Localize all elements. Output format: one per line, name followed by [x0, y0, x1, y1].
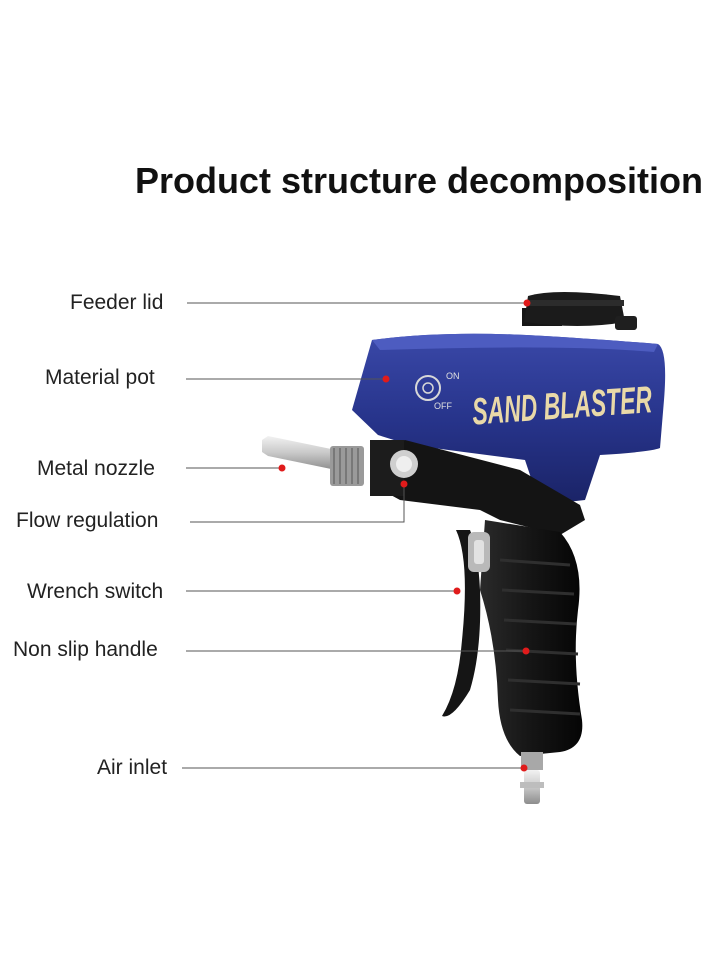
label-metal-nozzle: Metal nozzle — [37, 457, 155, 480]
air-inlet-shape — [520, 752, 544, 804]
label-flow-regulation: Flow regulation — [16, 509, 159, 532]
marker-flow-regulation — [400, 480, 408, 488]
marker-wrench-switch — [453, 587, 461, 595]
marker-air-inlet — [520, 764, 528, 772]
callout-markers — [278, 299, 531, 772]
switch-on-text: ON — [446, 371, 460, 381]
non-slip-handle-shape — [480, 520, 583, 756]
wrench-switch-shape — [442, 530, 490, 717]
marker-non-slip-handle — [522, 647, 530, 655]
feeder-lid-shape — [522, 292, 637, 330]
marker-metal-nozzle — [278, 464, 286, 472]
flow-regulation-shape — [390, 450, 418, 478]
label-wrench-switch: Wrench switch — [27, 580, 164, 603]
marker-material-pot — [382, 375, 390, 383]
page-title: Product structure decomposition — [134, 160, 703, 201]
metal-nozzle-shape — [262, 436, 364, 486]
marker-feeder-lid — [523, 299, 531, 307]
label-material-pot: Material pot — [45, 366, 155, 389]
label-air-inlet: Air inlet — [97, 756, 168, 779]
material-pot-shape: ON OFF SAND BLASTER — [352, 333, 666, 505]
label-feeder-lid: Feeder lid — [70, 291, 164, 314]
switch-off-text: OFF — [434, 401, 452, 411]
leader-lines — [182, 302, 527, 769]
label-non-slip-handle: Non slip handle — [13, 638, 158, 661]
leader-flow-regulation — [190, 484, 405, 523]
dial-icon — [415, 375, 441, 401]
